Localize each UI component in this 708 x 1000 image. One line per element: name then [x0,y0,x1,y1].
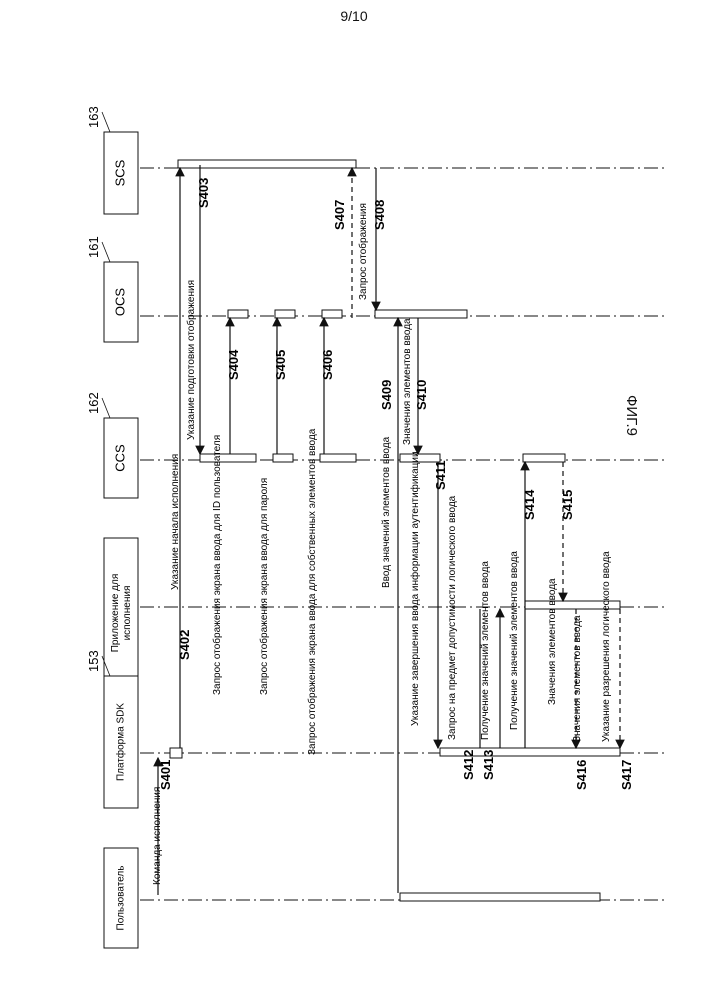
actor-ref: 163 [86,106,101,128]
message-label: Значения элементов ввода [572,615,583,742]
step-label: S406 [320,350,335,380]
message-label: Значения элементов ввода [402,318,413,445]
actors: SCS 163OCS 161CCS 162Приложение дляисполнен… [86,106,138,948]
step-label: S401 [158,760,173,790]
message-label: Получение значений элементов ввода [509,551,520,730]
step-label: S405 [273,350,288,380]
message-label: Указание подготовки отображения [185,280,197,440]
step-label: S415 [560,490,575,520]
actor-box: CCS 162 [86,392,138,498]
actor-name: Пользователь [116,866,127,931]
actor-name: Платформа SDK [115,703,127,781]
message-label: Запрос отображения [357,203,369,300]
step-label: S417 [619,760,634,790]
activation-ocs-s406 [322,310,342,318]
actor-ref: 153 [86,650,101,672]
message-label: Указание завершения ввода информации аут… [409,451,421,726]
message-labels: Команда исполнения Указание начала исполн… [152,203,612,885]
actor-ref: 162 [86,392,101,414]
activation-ocs-s404 [228,310,248,318]
step-label: S411 [433,460,448,490]
actor-ref: 161 [86,236,101,258]
activation-ccs-2 [523,454,565,462]
activation-ccs-s406 [320,454,356,462]
step-label: S404 [226,349,241,380]
activation-sdk [170,748,182,758]
step-label: S407 [332,200,347,230]
message-label: Запрос отображения экрана ввода для собс… [306,428,318,755]
activation-ocs [375,310,467,318]
step-label: S402 [177,630,192,660]
activation-ccs-s404 [200,454,256,462]
activation-user [400,893,600,901]
message-label: Получение значений элементов ввода [480,561,491,740]
step-label: S414 [522,489,537,520]
step-label: S408 [372,200,387,230]
activation-boxes [170,160,620,901]
actor-box: OCS 161 [86,236,138,342]
activation-scs [178,160,356,168]
message-label: Запрос на предмет допустимости логическо… [447,495,458,740]
message-label: Указание разрешения логического ввода [601,551,612,742]
activation-ccs-s405 [273,454,293,462]
actor-name: SCS [112,159,127,186]
step-label: S403 [196,178,211,208]
message-label: Запрос отображения экрана ввода для паро… [258,478,270,695]
message-label: Ввод значений элементов ввода [381,436,392,588]
step-label: S413 [481,750,496,780]
message-label: Команда исполнения [152,787,163,885]
step-label: S409 [379,380,394,410]
actor-box: Приложение дляисполнения [104,538,138,688]
step-label: S416 [574,760,589,790]
actor-box: SCS 163 [86,106,138,214]
actor-name: OCS [112,288,127,317]
step-label: S412 [461,750,476,780]
step-label: S410 [414,380,429,410]
message-label: Указание начала исполнения [170,454,181,590]
activation-ocs-s405 [275,310,295,318]
actor-name: CCS [112,444,127,472]
message-label: Запрос отображения экрана ввода для ID п… [211,435,223,695]
message-label: Значения элементов ввода [547,578,558,705]
actor-box: Пользователь [104,848,138,948]
